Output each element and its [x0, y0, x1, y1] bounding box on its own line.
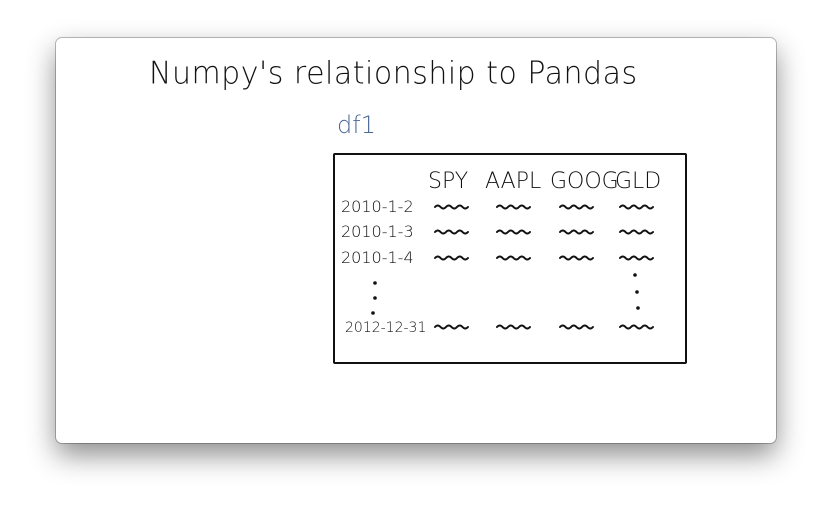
- row-label: 2012-12-31: [345, 320, 427, 336]
- dataframe-name: df1: [337, 111, 376, 139]
- cell-value-squiggle: [559, 229, 594, 235]
- value-squiggles: [371, 204, 654, 330]
- ellipsis-dot: [636, 306, 640, 310]
- dataframe-table: SPY AAPL GOOG GLD 2010-1-2 2010-1-3 2010…: [333, 153, 687, 364]
- cell-value-squiggle: [496, 229, 531, 235]
- cell-value-squiggle: [496, 204, 531, 210]
- column-header-gld: GLD: [615, 169, 662, 194]
- cell-value-squiggle: [619, 324, 654, 330]
- cell-value-squiggle: [559, 255, 594, 261]
- ellipsis-dot: [633, 273, 637, 277]
- cell-value-squiggle: [496, 255, 531, 261]
- row-label: 2010-1-3: [341, 222, 414, 241]
- row-label: 2010-1-4: [341, 248, 414, 267]
- cell-value-squiggle: [434, 255, 469, 261]
- column-header-aapl: AAPL: [485, 169, 542, 194]
- slide-title: Numpy's relationship to Pandas: [149, 55, 638, 92]
- ellipsis-dot: [373, 296, 377, 300]
- column-header-spy: SPY: [428, 169, 469, 194]
- cell-value-squiggle: [496, 324, 531, 330]
- cell-value-squiggle: [619, 255, 654, 261]
- column-header-goog: GOOG: [550, 169, 619, 194]
- ellipsis-dot: [373, 281, 377, 285]
- cell-value-squiggle: [434, 324, 469, 330]
- ellipsis-dot: [635, 290, 639, 294]
- video-frame-window: Numpy's relationship to Pandas df1 SPY A…: [56, 38, 776, 443]
- cell-value-squiggle: [434, 229, 469, 235]
- cell-value-squiggle: [619, 204, 654, 210]
- cell-value-squiggle: [559, 324, 594, 330]
- cell-value-squiggle: [559, 204, 594, 210]
- row-label: 2010-1-2: [341, 197, 414, 216]
- ellipsis-dot: [371, 311, 375, 315]
- cell-value-squiggle: [619, 229, 654, 235]
- cell-value-squiggle: [434, 204, 469, 210]
